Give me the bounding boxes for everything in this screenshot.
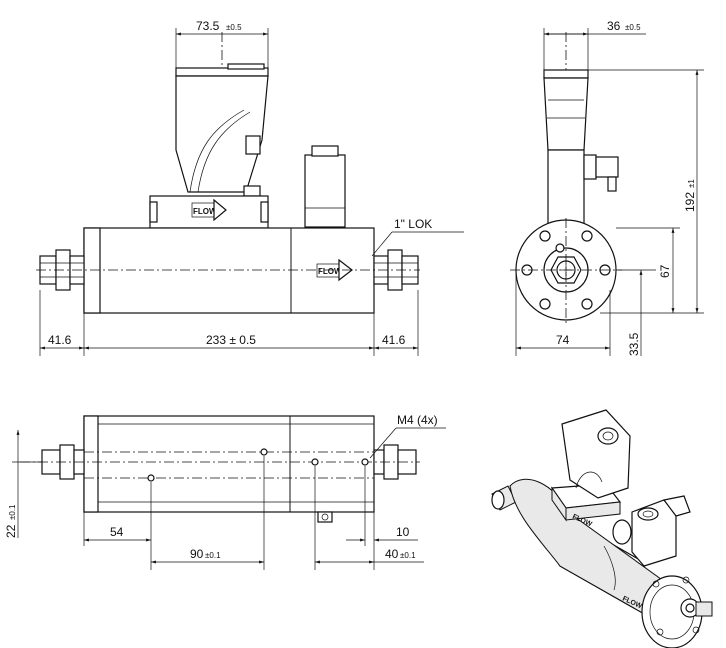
dim-40: 40 xyxy=(385,547,399,561)
bottom-dims: 22 ±0.1 54 90 ±0.1 10 40 ±0.1 xyxy=(4,430,424,570)
side-dim-center-height: 67 xyxy=(658,264,672,278)
dim-body-length: 233 ± 0.5 xyxy=(206,333,256,347)
side-dim-axis-height: 33.5 xyxy=(627,332,641,356)
side-actuator xyxy=(543,32,619,229)
main-body: FLOW xyxy=(83,227,375,314)
dim-top-width-tol: ±0.5 xyxy=(226,23,242,32)
dim-height-tol: ±0.1 xyxy=(8,504,17,520)
side-dim-top-tol: ±0.5 xyxy=(625,23,641,32)
actuator-head xyxy=(175,32,269,197)
dim-left-fitting: 41.6 xyxy=(48,333,72,347)
valve-block: FLOW xyxy=(149,195,269,229)
m4-holes xyxy=(147,448,369,482)
dim-top-width: 73.5 ±0.5 xyxy=(175,19,269,68)
iso-view: FLOW FLOW xyxy=(491,409,713,648)
side-dim-total-height-tol: ±1 xyxy=(687,179,696,188)
sensor-housing xyxy=(304,145,346,228)
dim-40-tol: ±0.1 xyxy=(400,551,416,560)
dim-height: 22 xyxy=(4,524,18,538)
side-dim-total-height: 192 xyxy=(683,192,697,212)
dim-90: 90 xyxy=(190,547,204,561)
dim-right-fitting: 41.6 xyxy=(382,333,406,347)
flow-label-top: FLOW xyxy=(193,207,217,216)
side-dim-width: 74 xyxy=(556,333,570,347)
m4-callout: M4 (4x) xyxy=(369,413,446,459)
dim-top-width-value: 73.5 xyxy=(196,19,220,33)
thread-label: M4 (4x) xyxy=(397,413,438,427)
lok-callout: 1" LOK xyxy=(371,217,464,257)
side-dims: 36 ±0.5 192 ±1 67 33.5 74 xyxy=(515,19,704,356)
side-view: 36 ±0.5 192 ±1 67 33.5 74 xyxy=(510,19,704,356)
front-view: FLOW FLOW xyxy=(36,19,464,356)
dim-bottom-row: 41.6 233 ± 0.5 41.6 xyxy=(39,290,419,356)
lok-label: 1" LOK xyxy=(394,217,432,231)
dim-10: 10 xyxy=(396,525,410,539)
dim-54: 54 xyxy=(110,525,124,539)
flow-label-body: FLOW xyxy=(318,267,342,276)
bottom-view: M4 (4x) 22 ±0.1 54 90 ±0.1 10 40 ±0.1 xyxy=(4,413,446,570)
dim-90-tol: ±0.1 xyxy=(205,551,221,560)
side-dim-top-width: 36 xyxy=(607,19,621,33)
